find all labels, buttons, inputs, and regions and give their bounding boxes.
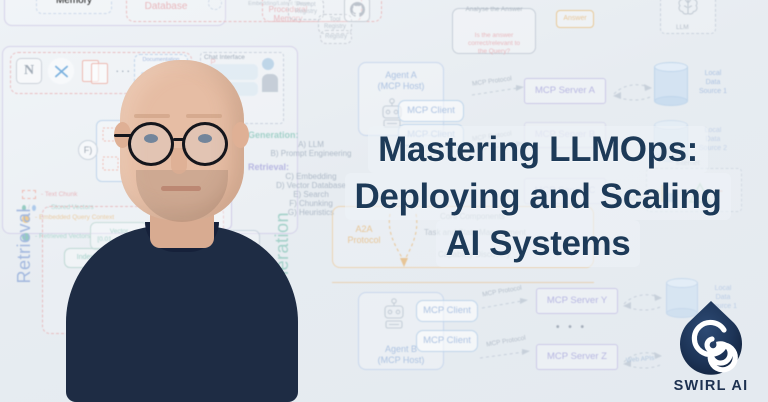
brain-icon xyxy=(672,0,704,27)
local-source-2-label: Local Data Source 2 xyxy=(698,126,728,152)
legend-swatch xyxy=(22,215,30,223)
mcp-server-y: MCP Server Y xyxy=(536,288,618,314)
presenter-ear-right xyxy=(232,122,249,148)
memory-node: Memory xyxy=(36,0,112,14)
swirl-droplet-icon xyxy=(675,300,747,376)
legend-item: - Retrieved Vectors xyxy=(22,230,182,243)
vector-database-label: Vector Database xyxy=(144,1,188,12)
mcp-client-b2: MCP Client xyxy=(416,330,478,352)
a2a-divider xyxy=(332,282,594,283)
title-line-2: Deploying and Scaling xyxy=(344,173,732,220)
presenter-brow-right xyxy=(186,114,222,118)
mcp-server-a: MCP Server A xyxy=(524,78,606,104)
legend-swatch xyxy=(22,232,30,241)
answer-node-right: Answer xyxy=(556,10,594,28)
user-icon xyxy=(262,74,278,92)
presenter-photo xyxy=(58,30,308,402)
analyse-answer-node: Analyse the Answer Is the answer correct… xyxy=(452,6,536,55)
title-line-3: AI Systems xyxy=(435,220,641,267)
presenter-brow-left xyxy=(134,114,170,118)
pdf-icon xyxy=(82,58,110,84)
title-line-1: Mastering LLMOps: xyxy=(368,126,708,173)
legend-item: - Text Chunk xyxy=(22,188,182,201)
sync-icon xyxy=(48,58,74,84)
a2a-arrow xyxy=(388,213,418,267)
prompt-side-label: P xyxy=(210,58,216,68)
protocol-arrow-1 xyxy=(471,85,524,96)
notion-icon: N xyxy=(16,58,42,84)
presenter-nose xyxy=(171,148,187,174)
legend-item: - Embedded Query Context xyxy=(22,214,182,230)
embedding-latent-label: Embedding/Latent Space xyxy=(248,0,310,7)
llm-label: LLM xyxy=(676,24,689,31)
github-icon xyxy=(344,0,370,22)
chunking-step-badge: F) xyxy=(78,140,98,160)
robot-icon xyxy=(378,98,406,133)
registry-node: Registry xyxy=(320,30,352,44)
logo-wordmark: SWIRL AI xyxy=(673,378,749,394)
local-source-1-label: Local Data Source 1 xyxy=(698,69,728,95)
page-title: Mastering LLMOps: Deploying and Scaling … xyxy=(318,126,758,267)
robot-icon xyxy=(380,298,408,335)
retrieval-axis-label: Retrieval xyxy=(14,208,34,284)
database-cylinder-1 xyxy=(654,62,688,106)
a2a-protocol-label: A2A Protocol xyxy=(347,224,381,245)
mcp-client-a1: MCP Client xyxy=(398,100,464,122)
glasses-temple xyxy=(114,134,132,137)
mcp-client-b1: MCP Client xyxy=(416,300,478,322)
protocol-arrow-3 xyxy=(481,298,528,309)
agent-a-label: Agent A (MCP Host) xyxy=(377,70,425,91)
servers-ellipsis: • • • xyxy=(556,322,588,333)
legend-swatch xyxy=(22,190,36,199)
topics-list: Generation: A) LLM B) Prompt Engineering… xyxy=(248,130,352,217)
prompt-registry-node: Prompt Registry xyxy=(288,0,324,20)
agent-a-group xyxy=(358,62,444,136)
glasses-lens-right xyxy=(182,122,228,166)
legend: - Text Chunk / - Stored Vectors - Embedd… xyxy=(22,188,182,243)
tool-registry-node: Tool Registry xyxy=(318,14,352,34)
avatar xyxy=(262,58,274,70)
embedding-circle-icon xyxy=(208,0,222,10)
database-cylinder-3 xyxy=(666,278,698,318)
protocol-arrow-4 xyxy=(479,349,530,359)
brand-logo: SWIRL AI xyxy=(660,300,762,396)
legend-item: / - Stored Vectors xyxy=(22,201,182,214)
glasses-bridge xyxy=(173,138,185,141)
presenter-shirt xyxy=(66,226,298,402)
presenter-mouth xyxy=(161,186,201,191)
chat-interface-label: Chat Interface xyxy=(204,54,245,61)
local-source-3-label: Local Data Source 1 xyxy=(708,284,738,310)
glasses-lens-left xyxy=(128,122,174,166)
db-arrow-4 xyxy=(623,352,662,369)
db-arrow-1 xyxy=(613,84,652,101)
sources-ellipsis: ... xyxy=(116,64,133,74)
mcp-server-z: MCP Server Z xyxy=(536,344,618,370)
legend-swatch: / xyxy=(22,204,36,211)
db-arrow-3 xyxy=(623,294,662,311)
agent-b-label: Agent B (MCP Host) xyxy=(377,344,425,365)
